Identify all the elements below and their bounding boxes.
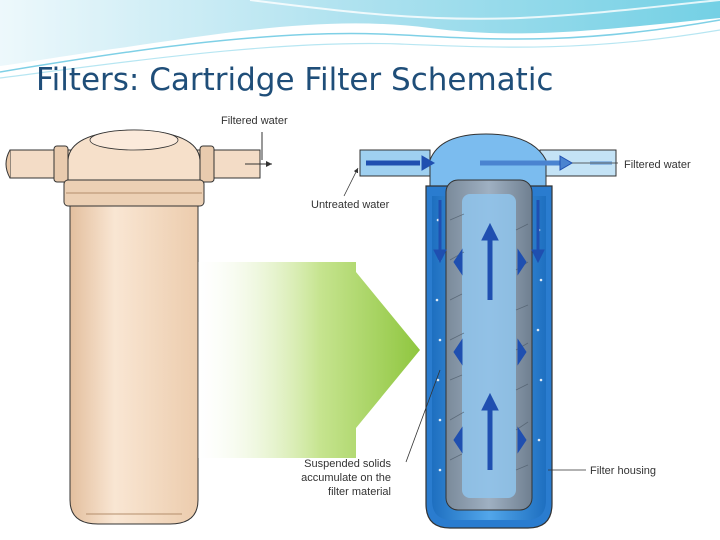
label-filtered-water-right: Filtered water [624, 159, 691, 171]
header-wave-decoration [0, 0, 720, 79]
filter-exterior-illustration [5, 129, 272, 525]
label-suspended-solids-line-1: Suspended solids [304, 458, 391, 470]
label-suspended-solids-line-3: filter material [328, 486, 391, 498]
label-leader-lines [343, 162, 618, 471]
label-filter-housing: Filter housing [590, 465, 656, 477]
cutaway-transition-arrow [198, 262, 420, 458]
label-filtered-water-top: Filtered water [221, 115, 288, 127]
water-flow-arrows [366, 155, 612, 470]
label-untreated-water: Untreated water [311, 199, 390, 211]
filter-cutaway-illustration [359, 133, 617, 529]
label-suspended-solids-line-2: accumulate on the [301, 472, 391, 484]
slide-title: Filters: Cartridge Filter Schematic [36, 62, 554, 98]
